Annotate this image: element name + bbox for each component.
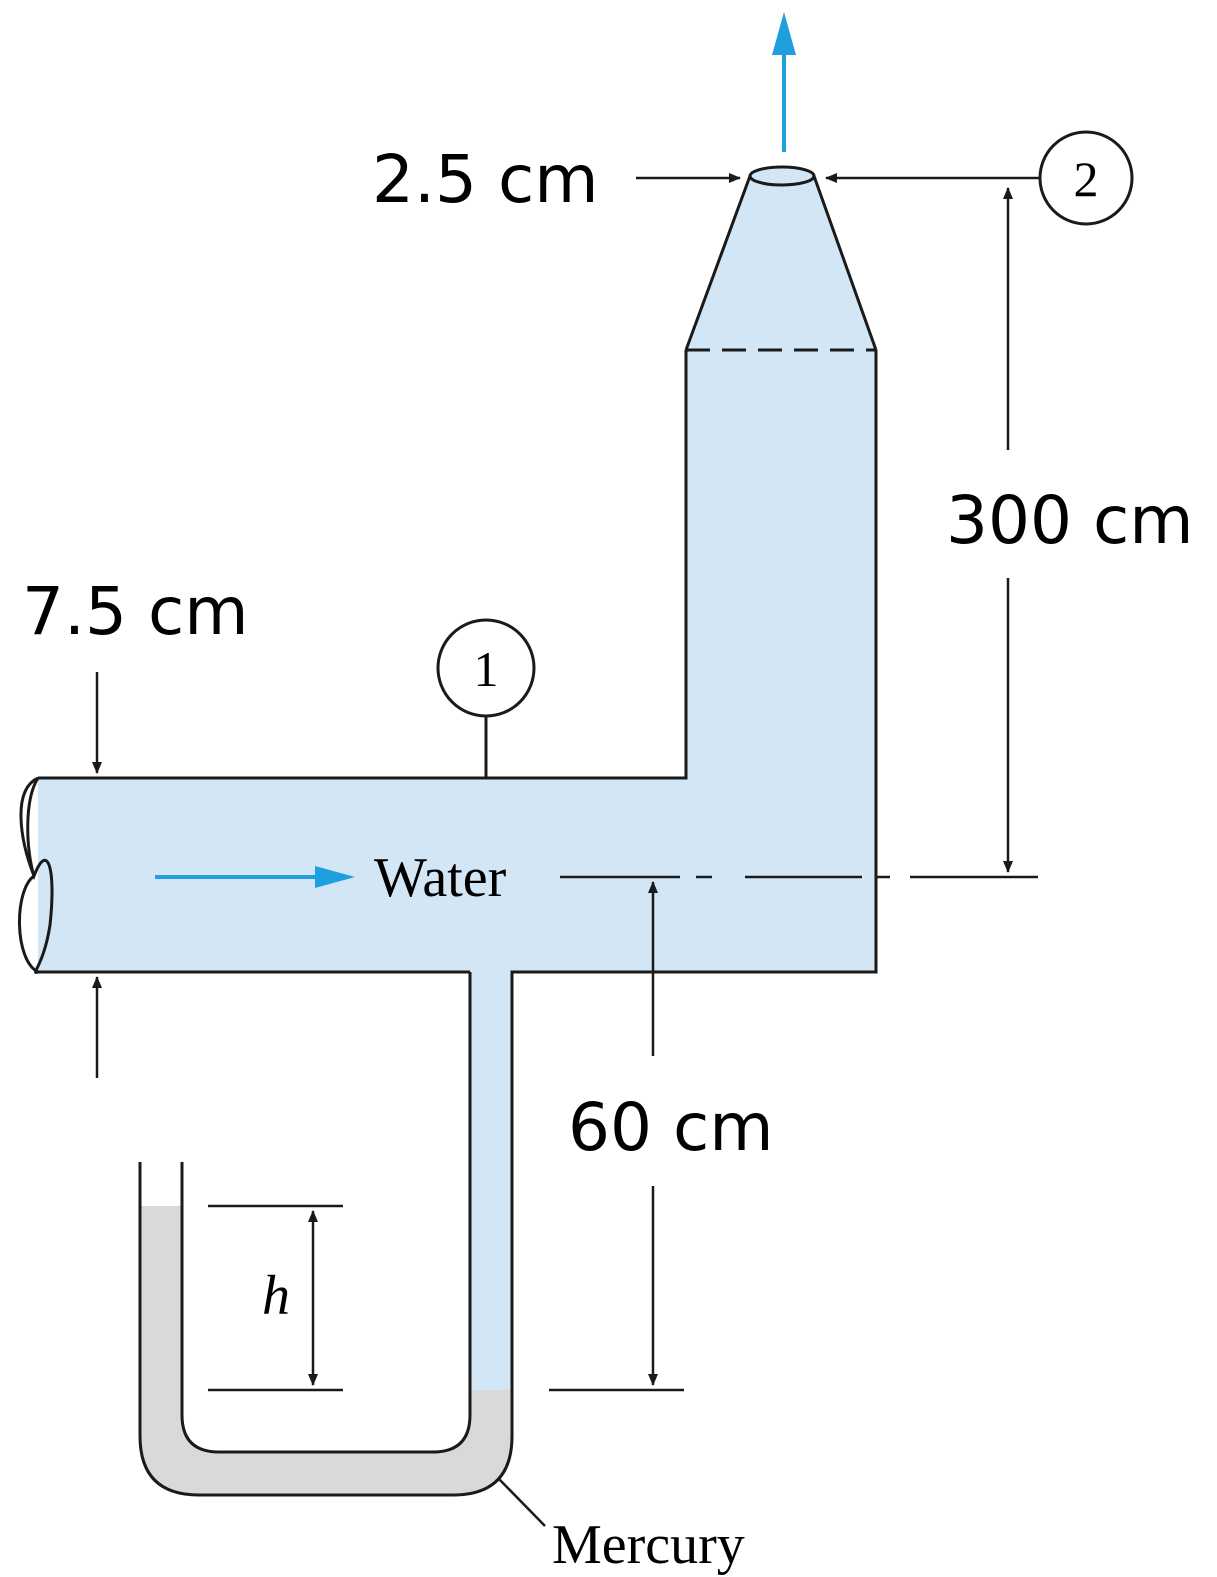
manometer-depth-label: 60 cm — [568, 1089, 774, 1166]
mercury-fill — [140, 1206, 512, 1495]
height-symbol-label: h — [262, 1265, 290, 1327]
station-2-marker: 2 — [1038, 130, 1134, 226]
pipe-cut-end — [19, 776, 54, 974]
manometer-fluid-label: Mercury — [552, 1514, 745, 1576]
manometer-depth-dimension — [549, 881, 684, 1392]
pipe-outline — [18, 350, 878, 1497]
manometer-water-column — [470, 970, 512, 1390]
pipe-diameter-label: 7.5 cm — [22, 573, 249, 650]
station-1-label: 1 — [474, 641, 499, 697]
fluid-label: Water — [374, 847, 507, 909]
nozzle-water-fill — [686, 176, 876, 350]
height-dimension — [208, 1204, 343, 1392]
nozzle-diameter-label: 2.5 cm — [372, 141, 599, 218]
pipe-water-fill — [38, 350, 876, 972]
nozzle-opening — [748, 165, 816, 187]
inflow-arrow-head — [315, 866, 355, 888]
outflow-arrow-head — [772, 12, 796, 55]
mercury-region — [140, 1206, 512, 1495]
elevation-label: 300 cm — [946, 482, 1194, 559]
station-2-label: 2 — [1074, 151, 1099, 207]
mercury-leader — [497, 1477, 546, 1527]
flow-arrows — [155, 12, 796, 888]
nozzle — [684, 165, 878, 352]
station-1-marker: 1 — [436, 618, 536, 778]
